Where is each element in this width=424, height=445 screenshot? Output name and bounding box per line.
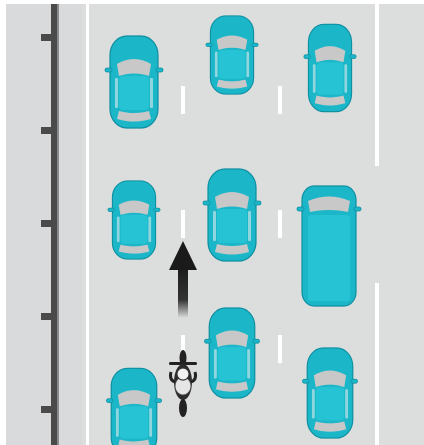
guardrail-post bbox=[41, 313, 51, 320]
car-icon bbox=[105, 36, 163, 128]
lane-dash bbox=[278, 335, 282, 363]
lane-dash bbox=[278, 210, 282, 238]
lane-dash bbox=[181, 86, 185, 114]
rear-wheel bbox=[179, 399, 187, 417]
car-icon bbox=[203, 169, 261, 261]
road-edge-line-left bbox=[86, 4, 89, 445]
guardrail-rail-highlight bbox=[57, 4, 59, 445]
guardrail-rail bbox=[51, 4, 57, 445]
van-icon bbox=[297, 186, 361, 306]
guardrail-post bbox=[41, 34, 51, 41]
car-icon bbox=[106, 368, 161, 445]
lane-dash bbox=[278, 86, 282, 114]
car-icon bbox=[302, 348, 357, 438]
vehicles bbox=[105, 16, 361, 445]
edge-line-segment bbox=[375, 283, 379, 445]
guardrail-post bbox=[41, 406, 51, 413]
car-icon bbox=[304, 24, 356, 111]
guardrail-post bbox=[41, 220, 51, 227]
lane-dash bbox=[181, 210, 185, 238]
car-icon bbox=[206, 16, 258, 94]
edge-line-segment bbox=[375, 4, 379, 166]
guardrail-post bbox=[41, 127, 51, 134]
car-icon bbox=[204, 308, 259, 398]
car-icon bbox=[108, 181, 160, 259]
helmet bbox=[177, 368, 189, 380]
